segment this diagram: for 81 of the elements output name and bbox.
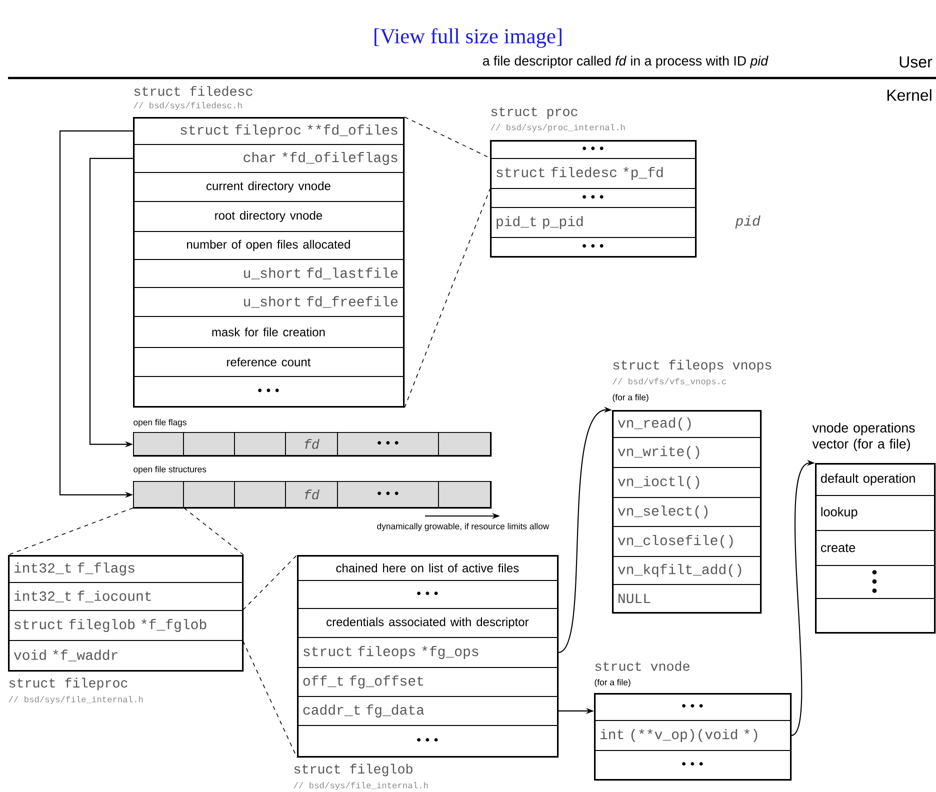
node-label: (for a file) — [612, 394, 648, 402]
node-label: pid — [735, 215, 760, 229]
struct-field: vn_read() — [612, 410, 761, 438]
region-label: User — [900, 56, 932, 68]
node-label: // bsd/vfs/vfs_vnops.c — [612, 378, 726, 386]
zoom-line — [404, 188, 490, 408]
struct-field: vn_closefile() — [612, 526, 761, 557]
struct-field: int32_t f_flags — [8, 555, 243, 583]
node-label: struct proc — [491, 107, 578, 119]
struct-field: vn_ioctl() — [612, 467, 761, 498]
subtitle: a file descriptor called fd in a process with ID pid — [482, 56, 768, 68]
struct-field: • • • — [594, 693, 791, 721]
node-label: // bsd/sys/proc_internal.h — [490, 124, 625, 132]
link-text: [View full size image] — [374, 28, 562, 48]
array-cell — [438, 432, 491, 456]
array-cell: • • • — [337, 432, 439, 456]
struct-field: • • • — [297, 580, 558, 609]
array-cell — [438, 481, 491, 508]
node-label: struct vnode — [595, 661, 690, 671]
array-cell — [234, 481, 286, 508]
node-label: struct fileproc — [9, 678, 128, 690]
region-label: Kernel — [887, 89, 932, 101]
struct-field: int (**v_op)(void *) — [594, 720, 791, 751]
struct-field: • • • — [490, 140, 696, 159]
struct-field: credentials associated with descriptor — [297, 608, 558, 638]
struct-field: struct filedesc *p_fd — [490, 158, 696, 189]
node-label: vnode operations vector (for a file) — [812, 422, 915, 452]
zoom-line — [184, 508, 244, 556]
node-label: struct fileglob — [294, 764, 412, 776]
struct-field: vn_select() — [612, 497, 761, 527]
zoom-line — [8, 508, 134, 556]
struct-field: pid_t p_pid pid — [490, 207, 760, 238]
struct-field: struct fileglob *f_fglob — [8, 610, 243, 641]
node-label: // bsd/sys/filedesc.h — [134, 102, 242, 110]
array-cell: fd — [285, 481, 338, 508]
struct-field: vn_kqfilt_add() — [612, 556, 761, 585]
struct-field: u_short fd_lastfile — [133, 259, 404, 288]
struct-field: current directory vnode — [133, 172, 404, 202]
array-cell — [183, 481, 235, 508]
note-text: dynamically growable, if resource limits allow — [377, 522, 550, 532]
node-label: struct filedesc — [134, 86, 252, 96]
node-label: struct fileops vnops — [613, 360, 772, 372]
node-label: open file structures — [134, 466, 206, 474]
struct-field: lookup — [815, 495, 935, 531]
struct-field: create — [815, 530, 935, 566]
node-label: open file flags — [134, 418, 186, 428]
array-cell — [183, 432, 235, 456]
node-label: // bsd/sys/file_internal.h — [294, 782, 428, 790]
zoom-line — [242, 640, 298, 758]
struct-field: number of open files allocated — [133, 231, 404, 260]
struct-field: struct fileproc **fd_ofiles — [133, 117, 404, 145]
struct-field: • • • — [133, 376, 404, 407]
struct-field: mask for file creation — [133, 316, 404, 348]
struct-field: off_t fg_offset — [297, 667, 558, 697]
node-label: // bsd/sys/file_internal.h — [8, 696, 143, 704]
array-cell: fd — [285, 432, 338, 456]
struct-field: struct fileops *fg_ops — [297, 637, 558, 668]
struct-field: root directory vnode — [133, 201, 404, 232]
struct-field: chained here on list of active files — [297, 555, 558, 581]
struct-field: reference count — [133, 347, 404, 377]
struct-field — [815, 565, 935, 599]
struct-field: u_short fd_freefile — [133, 287, 404, 317]
struct-field — [815, 598, 935, 633]
zoom-line — [242, 554, 298, 610]
struct-field: • • • — [594, 750, 791, 780]
struct-field: • • • — [490, 237, 696, 257]
struct-field: default operation — [815, 463, 935, 496]
array-cell — [133, 481, 184, 508]
struct-field: void *f_waddr — [8, 640, 243, 671]
struct-field: caddr_t fg_data — [297, 696, 558, 726]
struct-field: int32_t f_iocount — [8, 582, 243, 611]
struct-field: NULL — [612, 584, 761, 613]
array-cell: • • • — [337, 481, 439, 508]
struct-field: vn_write() — [612, 437, 761, 468]
struct-field: char *fd_ofileflags — [133, 144, 404, 173]
array-cell — [234, 432, 286, 456]
array-cell — [133, 432, 184, 456]
node-label: (for a file) — [594, 678, 630, 688]
struct-field: • • • — [297, 725, 558, 757]
zoom-line — [404, 116, 490, 158]
struct-field: • • • — [490, 188, 696, 208]
